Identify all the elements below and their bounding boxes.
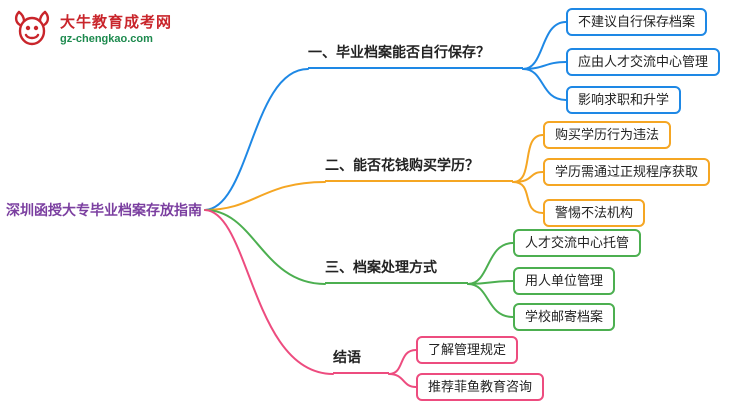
branch-node-4: 结语 — [333, 347, 389, 374]
connector-root-branch4 — [204, 209, 334, 375]
site-name: 大牛教育成考网 — [60, 14, 173, 32]
connector-branch1-leaf3 — [522, 68, 567, 101]
leaf-node: 了解管理规定 — [416, 336, 519, 364]
connector-branch2-leaf1 — [512, 134, 544, 183]
connector-branch3-leaf1 — [467, 242, 514, 285]
branch-node-2: 二、能否花钱购买学历？ — [325, 155, 513, 182]
bull-icon — [10, 6, 54, 55]
connector-branch1-leaf1 — [522, 21, 567, 70]
connector-branch2-leaf3 — [512, 181, 544, 214]
connector-branch1-leaf2 — [522, 61, 567, 70]
branch-node-3: 三、档案处理方式 — [325, 257, 468, 284]
leaf-node: 购买学历行为违法 — [543, 121, 672, 149]
leaf-node: 警惕不法机构 — [543, 199, 646, 227]
connector-root-branch1 — [204, 68, 309, 211]
leaf-node: 应由人才交流中心管理 — [566, 48, 721, 76]
leaf-node: 推荐菲鱼教育咨询 — [416, 373, 545, 401]
leaf-node: 学校邮寄档案 — [513, 303, 616, 331]
site-url: gz-chengkao.com — [60, 33, 153, 45]
root-node: 深圳函授大专毕业档案存放指南 — [6, 202, 202, 218]
leaf-node: 用人单位管理 — [513, 267, 616, 295]
site-logo[interactable]: 大牛教育成考网 gz-chengkao.com — [10, 6, 172, 55]
leaf-node: 学历需通过正规程序获取 — [543, 158, 711, 186]
connector-root-branch2 — [204, 181, 326, 211]
leaf-node: 不建议自行保存档案 — [566, 8, 708, 36]
connector-branch3-leaf3 — [467, 283, 514, 318]
branch-node-1: 一、毕业档案能否自行保存？ — [308, 42, 523, 69]
connector-branch4-leaf2 — [388, 373, 417, 388]
leaf-node: 影响求职和升学 — [566, 86, 682, 114]
leaf-node: 人才交流中心托管 — [513, 229, 642, 257]
connector-root-branch3 — [204, 209, 326, 285]
connector-branch4-leaf1 — [388, 349, 417, 375]
